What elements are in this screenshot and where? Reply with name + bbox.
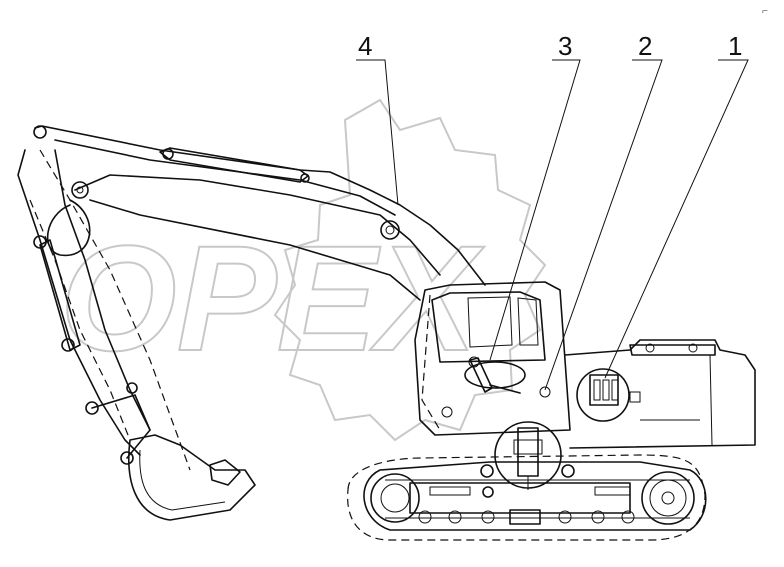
callout-1: 1: [728, 31, 742, 61]
bucket: [128, 434, 256, 521]
callout-4: 4: [358, 31, 372, 61]
boom-arm: [17, 125, 486, 471]
corner-mark: ⌐: [762, 6, 768, 17]
leader-lines: [356, 59, 749, 391]
callout-3: 3: [558, 31, 572, 61]
watermark-gear-icon: [273, 98, 547, 442]
cab: [414, 281, 571, 436]
callout-2: 2: [638, 31, 652, 61]
callouts: 4 3 2 1: [358, 31, 742, 61]
watermark: OPEX: [59, 98, 547, 442]
engine-housing: [564, 339, 756, 449]
undercarriage: [347, 454, 707, 541]
watermark-text: OPEX: [60, 214, 485, 382]
